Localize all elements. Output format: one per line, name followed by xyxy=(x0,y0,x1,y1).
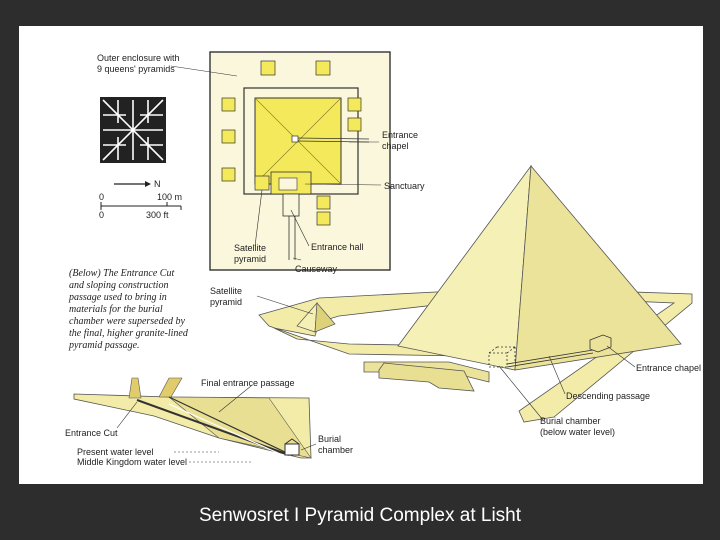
queen-pyramid xyxy=(347,117,362,132)
plan-entrance-chapel-label-2: chapel xyxy=(382,141,409,151)
cross-section: Final entrance passage Entrance Cut Pres… xyxy=(65,377,353,467)
scale-bar: N 0 100 m 0 300 ft xyxy=(99,179,182,220)
descending-passage xyxy=(506,349,594,365)
causeway-block xyxy=(378,362,475,392)
burial-chamber xyxy=(488,346,516,368)
plan-entrance-hall xyxy=(282,193,300,217)
outer-enclosure-label-2: 9 queens' pyramids xyxy=(97,64,175,74)
plan-satellite-label-2: pyramid xyxy=(234,254,266,264)
note-line: and sloping construction xyxy=(69,280,168,291)
scale-feet: 300 ft xyxy=(146,210,169,220)
pyramid-complex-diagram: Outer enclosure with 9 queens' pyramids … xyxy=(65,51,701,467)
descending-passage-label: Descending passage xyxy=(566,391,650,401)
section-burial-label: Burial xyxy=(318,434,341,444)
sanctuary-label: Sanctuary xyxy=(384,181,425,191)
queen-pyramid xyxy=(221,129,236,144)
final-entrance-passage xyxy=(168,396,288,454)
slide: Outer enclosure with 9 queens' pyramids … xyxy=(19,26,703,484)
main-pyramid-right-face xyxy=(514,164,682,371)
note-line: the final, higher granite-lined xyxy=(69,328,189,339)
persp-satellite-label-2: pyramid xyxy=(210,297,242,307)
note-line: pyramid passage. xyxy=(68,340,140,351)
section-burial-label-2: chamber xyxy=(318,445,353,455)
persp-entrance-chapel-label: Entrance chapel xyxy=(636,363,701,373)
north-arrow-label: N xyxy=(154,179,161,189)
note-line: (Below) The Entrance Cut xyxy=(69,268,174,279)
burial-chamber-label-2: (below water level) xyxy=(540,427,615,437)
entrance-cut-post xyxy=(128,377,142,399)
queen-pyramid xyxy=(347,97,362,112)
middle-kingdom-water-label: Middle Kingdom water level xyxy=(77,457,187,467)
satellite-pyramid-right-face xyxy=(314,302,336,333)
pyramid-stone-pattern xyxy=(100,97,166,163)
note-line: materials for the burial xyxy=(69,304,163,315)
scale-meters: 100 m xyxy=(157,192,182,202)
scale-zero-bottom: 0 xyxy=(99,210,104,220)
plan-satellite-label: Satellite xyxy=(234,243,266,253)
main-pyramid-left-face xyxy=(397,164,532,371)
outer-enclosure-label: Outer enclosure with xyxy=(97,53,180,63)
note-line: chamber were superseded by xyxy=(69,316,186,327)
queen-pyramid xyxy=(260,60,276,76)
scale-zero-top: 0 xyxy=(99,192,104,202)
entrance-hall-label: Entrance hall xyxy=(311,242,364,252)
perspective-view: Satellite pyramid Entrance chapel Descen… xyxy=(210,164,701,437)
perspective-entrance-chapel xyxy=(589,334,612,353)
present-water-label: Present water level xyxy=(77,447,154,457)
plan-view: Outer enclosure with 9 queens' pyramids … xyxy=(97,51,425,274)
plan-entrance-chapel-label: Entrance xyxy=(382,130,418,140)
sloping-construction-passage xyxy=(136,399,290,456)
queen-pyramid xyxy=(315,60,331,76)
queen-pyramid xyxy=(221,97,236,112)
queens-pyramids xyxy=(221,60,362,226)
burial-chamber-label: Burial chamber xyxy=(540,416,601,426)
queen-pyramid xyxy=(316,195,331,210)
final-passage-label: Final entrance passage xyxy=(201,378,295,388)
plan-satellite-pyramid xyxy=(254,175,270,191)
entrance-cut-label: Entrance Cut xyxy=(65,428,118,438)
causeway-label: Causeway xyxy=(295,264,338,274)
section-burial-chamber xyxy=(284,443,300,456)
queen-pyramid xyxy=(316,211,331,226)
note-line: passage used to bring in xyxy=(68,292,167,303)
queen-pyramid xyxy=(221,167,236,182)
persp-satellite-label: Satellite xyxy=(210,286,242,296)
slide-caption: Senwosret I Pyramid Complex at Lisht xyxy=(198,505,522,526)
final-passage-cap xyxy=(158,377,183,398)
construction-note: (Below) The Entrance Cut and sloping con… xyxy=(68,268,189,351)
